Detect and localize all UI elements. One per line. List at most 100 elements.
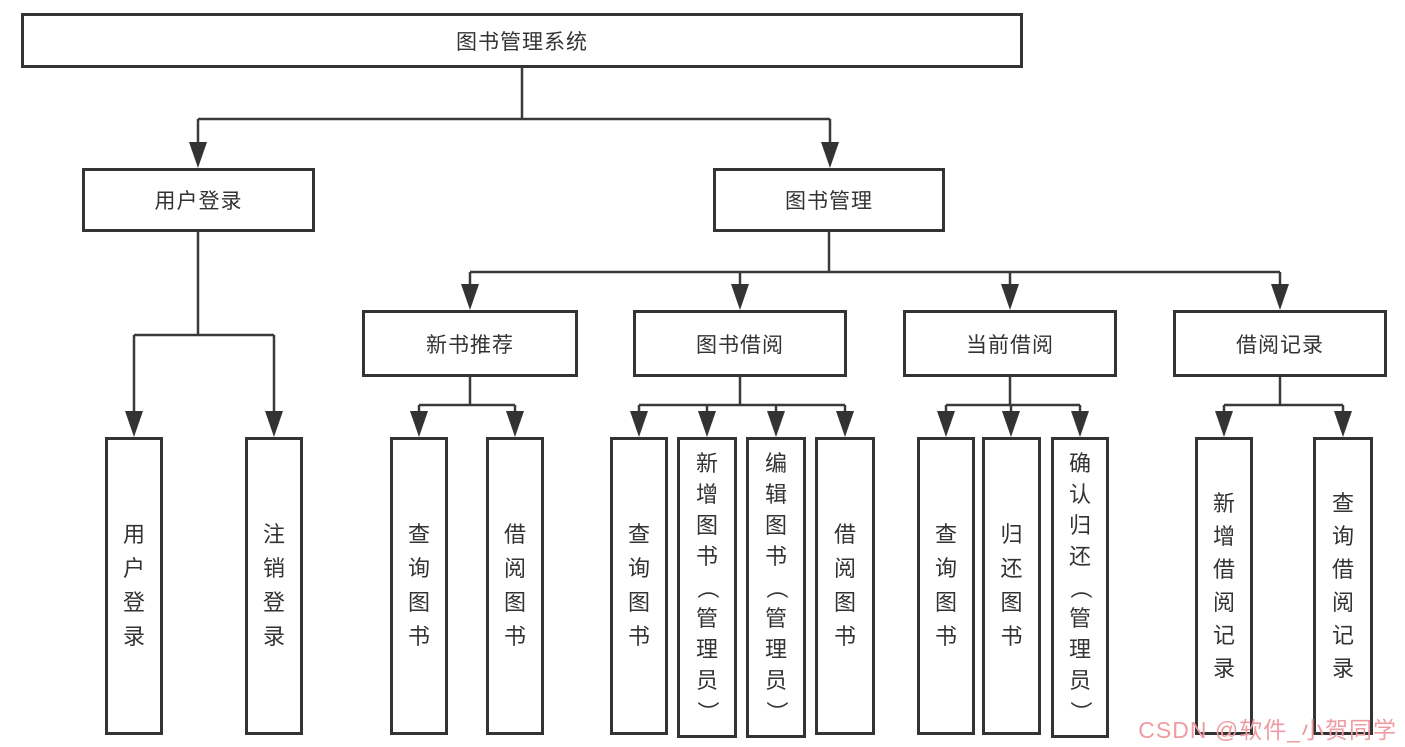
- char-glyph: 录: [1212, 655, 1235, 681]
- vertical-label: 用户登录: [123, 440, 145, 732]
- char-glyph: 用: [122, 522, 145, 547]
- char-glyph: 还: [1000, 556, 1023, 581]
- char-glyph: 新: [695, 450, 718, 476]
- vertical-label: 归还图书: [1000, 440, 1022, 732]
- arrowhead: [731, 284, 749, 310]
- char-glyph: 图: [833, 590, 856, 615]
- node-new-book-recommend: 新书推荐: [362, 310, 578, 377]
- char-glyph: 书: [764, 543, 787, 569]
- char-glyph: 阅: [1331, 589, 1354, 615]
- char-glyph: 管: [764, 605, 787, 631]
- char-glyph: 书: [627, 624, 650, 649]
- char-glyph: 归: [1068, 512, 1091, 538]
- char-glyph: 员: [695, 667, 718, 693]
- vertical-label: 查询借阅记录: [1332, 440, 1354, 732]
- node-book-management: 图书管理: [713, 168, 945, 232]
- char-glyph: 书: [1000, 624, 1023, 649]
- char-glyph: 记: [1212, 622, 1235, 648]
- char-glyph: 辑: [764, 481, 787, 507]
- arrowhead: [189, 142, 207, 168]
- char-glyph: 书: [695, 543, 718, 569]
- char-glyph: 书: [503, 624, 526, 649]
- char-glyph: 销: [262, 556, 285, 581]
- char-glyph: 借: [1212, 556, 1235, 582]
- arrowhead: [461, 284, 479, 310]
- char-glyph: 查: [627, 522, 650, 547]
- vertical-label: 新增图书（管理员）: [694, 440, 720, 735]
- vertical-label: 查询图书: [408, 440, 430, 732]
- char-glyph: 增: [695, 481, 718, 507]
- char-glyph: 注: [262, 522, 285, 547]
- char-glyph: 确: [1068, 450, 1091, 476]
- char-glyph: （: [694, 576, 720, 599]
- arrowhead: [1071, 411, 1089, 437]
- char-glyph: 员: [1068, 667, 1091, 693]
- leaf-login-user-login: 用户登录: [105, 437, 163, 735]
- char-glyph: ）: [1067, 700, 1093, 723]
- arrowhead: [1001, 284, 1019, 310]
- vertical-label: 查询图书: [935, 440, 957, 732]
- vertical-label: 借阅图书: [834, 440, 856, 732]
- char-glyph: 图: [934, 590, 957, 615]
- char-glyph: 询: [627, 556, 650, 581]
- char-glyph: 还: [1068, 543, 1091, 569]
- char-glyph: 借: [1331, 556, 1354, 582]
- leaf-recommend-borrow-books: 借阅图书: [486, 437, 544, 735]
- node-user-login: 用户登录: [82, 168, 315, 232]
- node-current-borrow: 当前借阅: [903, 310, 1117, 377]
- vertical-label: 注销登录: [263, 440, 285, 732]
- leaf-current-return-books: 归还图书: [982, 437, 1041, 735]
- char-glyph: 登: [122, 590, 145, 615]
- vertical-label: 借阅图书: [504, 440, 526, 732]
- arrowhead: [821, 142, 839, 168]
- char-glyph: 询: [1331, 523, 1354, 549]
- arrowhead: [767, 411, 785, 437]
- char-glyph: 阅: [503, 556, 526, 581]
- char-glyph: 记: [1331, 622, 1354, 648]
- leaf-borrow-query-books: 查询图书: [610, 437, 668, 735]
- char-glyph: （: [763, 576, 789, 599]
- arrowhead: [125, 411, 143, 437]
- char-glyph: 理: [764, 636, 787, 662]
- leaf-current-confirm-return-admin: 确认归还（管理员）: [1051, 437, 1109, 738]
- char-glyph: 录: [122, 624, 145, 649]
- char-glyph: 录: [1331, 655, 1354, 681]
- char-glyph: 查: [407, 522, 430, 547]
- char-glyph: 认: [1068, 481, 1091, 507]
- vertical-label: 确认归还（管理员）: [1067, 440, 1093, 735]
- leaf-login-logout: 注销登录: [245, 437, 303, 735]
- char-glyph: ）: [694, 700, 720, 723]
- char-glyph: 增: [1212, 523, 1235, 549]
- node-root-system: 图书管理系统: [21, 13, 1023, 68]
- char-glyph: 阅: [1212, 589, 1235, 615]
- arrowhead: [265, 411, 283, 437]
- leaf-recommend-query-books: 查询图书: [390, 437, 448, 735]
- char-glyph: 图: [503, 590, 526, 615]
- arrowhead: [1271, 284, 1289, 310]
- arrowhead: [1215, 411, 1233, 437]
- node-book-borrow: 图书借阅: [633, 310, 847, 377]
- char-glyph: 录: [262, 624, 285, 649]
- vertical-label: 查询图书: [628, 440, 650, 732]
- char-glyph: 理: [695, 636, 718, 662]
- char-glyph: 管: [1068, 605, 1091, 631]
- arrowhead: [1002, 411, 1020, 437]
- leaf-records-add-record: 新增借阅记录: [1195, 437, 1253, 735]
- arrowhead: [1334, 411, 1352, 437]
- leaf-current-query-books: 查询图书: [917, 437, 975, 735]
- char-glyph: 户: [122, 556, 145, 581]
- char-glyph: 理: [1068, 636, 1091, 662]
- char-glyph: 编: [764, 450, 787, 476]
- char-glyph: 查: [934, 522, 957, 547]
- leaf-borrow-add-books-admin: 新增图书（管理员）: [677, 437, 737, 738]
- char-glyph: 询: [934, 556, 957, 581]
- char-glyph: 登: [262, 590, 285, 615]
- char-glyph: 借: [503, 522, 526, 547]
- arrowhead: [698, 411, 716, 437]
- char-glyph: 查: [1331, 490, 1354, 516]
- char-glyph: 员: [764, 667, 787, 693]
- char-glyph: ）: [763, 700, 789, 723]
- arrowhead: [630, 411, 648, 437]
- vertical-label: 新增借阅记录: [1213, 440, 1235, 732]
